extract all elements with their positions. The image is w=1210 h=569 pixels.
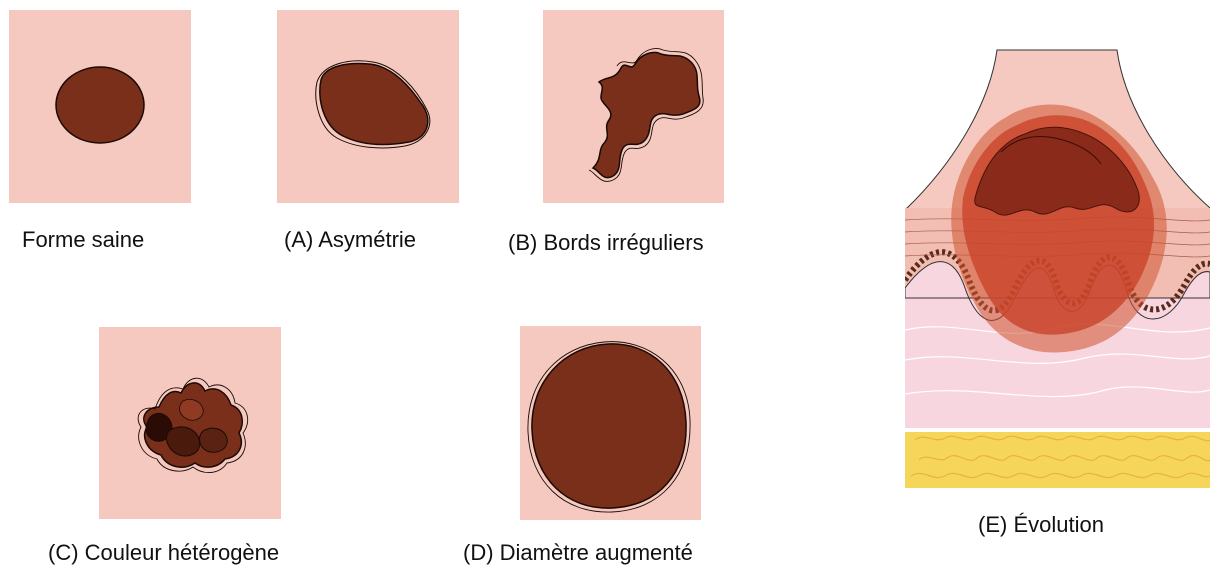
large-mole [532,344,686,508]
round-mole [56,67,144,143]
panel-color [99,327,281,519]
panel-healthy [9,10,191,203]
panel-evolution [905,48,1210,488]
caption-borders: (B) Bords irréguliers [508,230,704,256]
irregular-border-mole-illustration [543,10,724,203]
caption-healthy: Forme saine [22,227,144,253]
asymmetric-mole-illustration [277,10,459,203]
panel-borders [543,10,724,203]
caption-asymmetry: (A) Asymétrie [284,227,416,253]
evolution-skin-cross-section [905,48,1210,488]
panel-diameter [520,326,701,520]
caption-color: (C) Couleur hétérogène [48,540,279,566]
healthy-mole-illustration [9,10,191,203]
caption-diameter: (D) Diamètre augmenté [463,540,693,566]
panel-asymmetry [277,10,459,203]
heterogeneous-color-mole-illustration [99,327,281,519]
dark-zone-3 [200,428,228,452]
caption-evolution: (E) Évolution [978,512,1104,538]
large-diameter-mole-illustration [520,326,701,520]
